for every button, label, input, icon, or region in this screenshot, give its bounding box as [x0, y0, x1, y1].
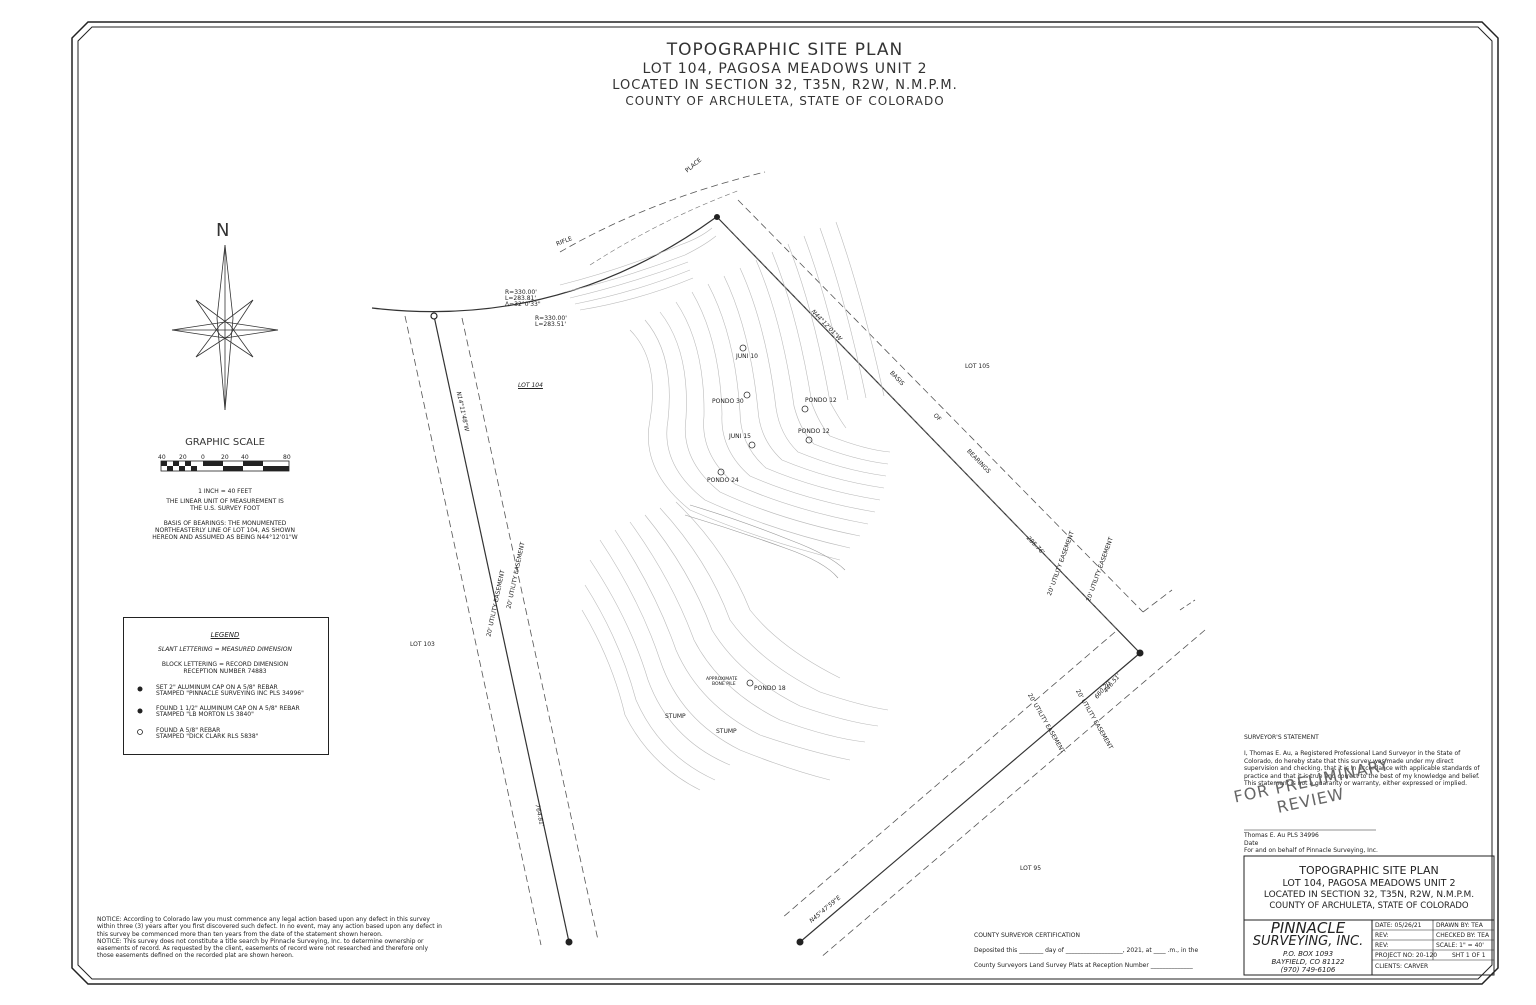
tb-lot: LOT 104, PAGOSA MEADOWS UNIT 2 — [1282, 878, 1456, 889]
county-cert-title: COUNTY SURVEYOR CERTIFICATION — [974, 932, 1080, 939]
scale-inch: 1 INCH = 40 FEET — [198, 488, 252, 495]
firm-name-2: SURVEYING, INC. — [1252, 934, 1364, 949]
notice-text: NOTICE: According to Colorado law you mu… — [97, 916, 442, 960]
firm-address-2: BAYFIELD, CO 81122 — [1271, 958, 1345, 966]
surveyor-behalf: For and on behalf of Pinnacle Surveying,… — [1244, 847, 1378, 854]
surveyor-statement-title: SURVEYOR'S STATEMENT — [1244, 734, 1319, 741]
bone-pile-label-1: APPROXIMATE — [706, 677, 738, 682]
tree-label: PONDO 18 — [754, 685, 786, 692]
basis-line-2: NORTHEASTERLY LINE OF LOT 104, AS SHOWN — [155, 527, 295, 534]
legend-item1-b: STAMPED "PINNACLE SURVEYING INC PLS 3499… — [156, 690, 304, 697]
contour-lines — [559, 221, 891, 791]
lot-103-label: LOT 103 — [410, 641, 435, 648]
scale-tick: 40 — [241, 454, 249, 461]
tb-clients: CLIENTS: CARVER — [1375, 963, 1429, 970]
title-section: LOCATED IN SECTION 32, T35N, R2W, N.M.P.… — [612, 78, 958, 93]
county-cert-line2: County Surveyors Land Survey Plats at Re… — [974, 962, 1193, 969]
scale-unit-1: THE LINEAR UNIT OF MEASUREMENT IS — [166, 498, 284, 505]
legend-item2-b: STAMPED "LB MORTON LS 3840" — [156, 711, 254, 718]
tb-date: DATE: 05/26/21 — [1375, 922, 1422, 929]
north-arrow — [171, 244, 279, 411]
north-label: N — [216, 220, 230, 241]
lot-104-label: LOT 104 — [518, 382, 543, 389]
tree-symbols — [717, 344, 813, 687]
firm-phone: (970) 749-6106 — [1280, 966, 1336, 974]
title-lot: LOT 104, PAGOSA MEADOWS UNIT 2 — [642, 61, 928, 77]
tb-checked: CHECKED BY: TEA — [1436, 932, 1490, 939]
firm-name-1: PINNACLE — [1270, 919, 1346, 937]
stump-label: STUMP — [716, 728, 737, 735]
lot-105-label: LOT 105 — [965, 363, 990, 370]
legend-block-2: RECEPTION NUMBER 74883 — [183, 668, 267, 675]
basis-line-3: HEREON AND ASSUMED AS BEING N44°12'01"W — [152, 534, 298, 541]
tree-label: JUNI 10 — [736, 353, 758, 360]
scale-title: GRAPHIC SCALE — [185, 437, 265, 448]
tree-label: PONDO 24 — [707, 477, 739, 484]
tb-project: PROJECT NO: 20-120 — [1375, 952, 1438, 959]
tb-sheet: SHT 1 OF 1 — [1452, 952, 1486, 959]
scale-tick: 20 — [179, 454, 187, 461]
road-curve — [371, 217, 716, 313]
curve-l1: L=283.81' — [505, 295, 537, 302]
tb-rev-2: REV: — [1375, 942, 1389, 949]
title-county: COUNTY OF ARCHULETA, STATE OF COLORADO — [625, 94, 945, 108]
firm-address-1: P.O. BOX 1093 — [1282, 950, 1334, 958]
stump-label: STUMP — [665, 713, 686, 720]
west-lot-line — [433, 315, 570, 943]
southeast-lot-line — [799, 652, 1141, 943]
legend-block-1: BLOCK LETTERING = RECORD DIMENSION — [161, 661, 289, 668]
tb-drawn: DRAWN BY: TEA — [1436, 922, 1483, 929]
tree-label: PONDO 12 — [805, 397, 837, 404]
legend-item2-a: FOUND 1 1/2" ALUMINUM CAP ON A 5/8" REBA… — [156, 705, 300, 712]
tree-label: JUNI 15 — [729, 433, 751, 440]
tb-section: LOCATED IN SECTION 32, T35N, R2W, N.M.P.… — [1263, 890, 1475, 900]
curve-l2: L=283.51' — [535, 321, 567, 328]
tree-label: PONDO 12 — [798, 428, 830, 435]
curve-d1: Δ=32°0'33" — [505, 301, 541, 308]
page-title: TOPOGRAPHIC SITE PLAN — [666, 40, 904, 60]
legend-slant: SLANT LETTERING = MEASURED DIMENSION — [158, 646, 292, 653]
bone-pile-label-2: BONE PILE — [712, 682, 736, 687]
surveyor-date: Date — [1244, 840, 1259, 847]
tb-scale: SCALE: 1" = 40' — [1436, 942, 1484, 949]
basis-line-1: BASIS OF BEARINGS: THE MONUMENTED — [163, 520, 287, 527]
legend-item1-a: SET 2" ALUMINUM CAP ON A 5/8" REBAR — [156, 684, 278, 691]
lot-95-label: LOT 95 — [1020, 865, 1042, 872]
legend-box — [123, 617, 329, 755]
tree-label: PONDO 30 — [712, 398, 744, 405]
legend-title: LEGEND — [210, 631, 240, 639]
tb-county: COUNTY OF ARCHULETA, STATE OF COLORADO — [1269, 901, 1469, 911]
curve-r2: R=330.00' — [535, 315, 567, 322]
notice-paragraph-2: NOTICE: This survey does not constitute … — [97, 937, 429, 960]
legend-item3-b: STAMPED "DICK CLARK RLS 5838" — [156, 733, 259, 740]
county-cert-line1: Deposited this ________ day of _________… — [974, 947, 1199, 954]
scale-tick: 40 — [158, 454, 166, 461]
scale-tick: 80 — [283, 454, 291, 461]
tb-title: TOPOGRAPHIC SITE PLAN — [1299, 864, 1439, 877]
surveyor-signature: Thomas E. Au PLS 34996 — [1244, 832, 1319, 839]
scale-unit-2: THE U.S. SURVEY FOOT — [190, 505, 260, 512]
curve-r1: R=330.00' — [505, 289, 537, 296]
tb-rev-1: REV: — [1375, 932, 1389, 939]
graphic-scale-bar — [160, 460, 290, 472]
scale-tick: 20 — [221, 454, 229, 461]
legend-item3-a: FOUND A 5/8" REBAR — [156, 727, 221, 734]
scale-tick: 0 — [201, 454, 205, 461]
notice-paragraph-1: NOTICE: According to Colorado law you mu… — [97, 916, 442, 938]
surveyor-statement-text: I, Thomas E. Au, a Registered Profession… — [1244, 750, 1480, 788]
